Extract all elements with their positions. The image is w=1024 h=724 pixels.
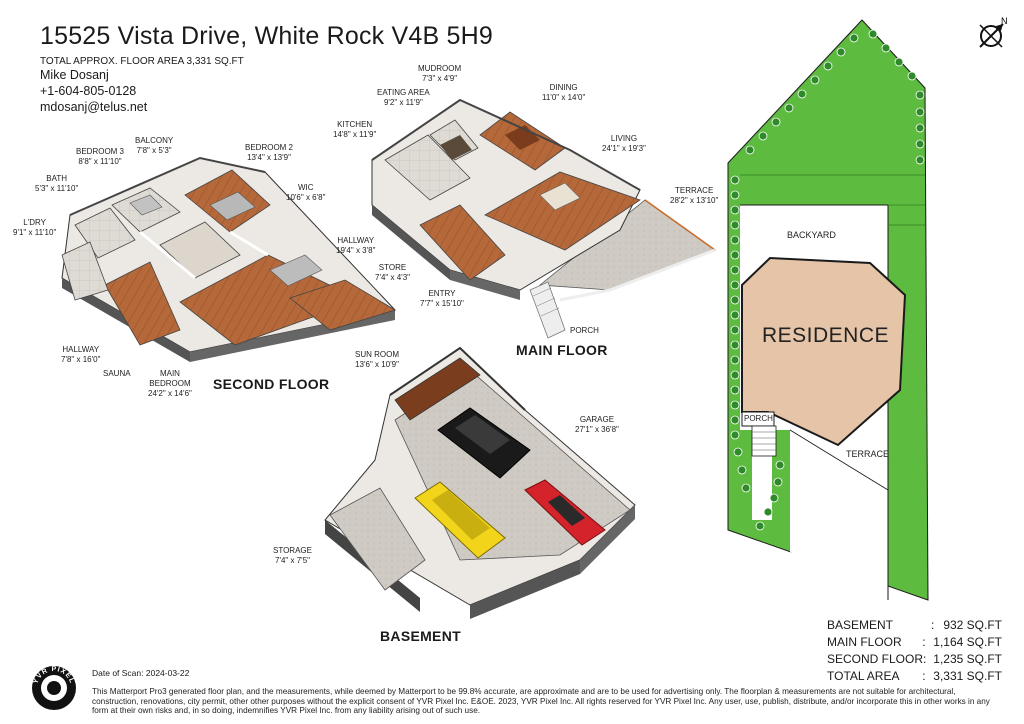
site-plan (727, 19, 929, 601)
main-floor-plan (371, 98, 716, 339)
second-floor-plan (61, 156, 396, 362)
area-summary-table: BASEMENT:932 SQ.FT MAIN FLOOR:1,164 SQ.F… (827, 616, 1002, 684)
summary-row: BASEMENT:932 SQ.FT (827, 617, 1002, 632)
site-label-backyard: BACKYARD (787, 230, 836, 240)
agent-name: Mike Dosanj (40, 68, 109, 82)
basement-plan (324, 346, 636, 619)
basement-label: BASEMENT (380, 628, 461, 644)
room-label-porch: PORCH (570, 326, 599, 335)
agent-phone: +1-604-805-0128 (40, 84, 137, 98)
summary-row-total: TOTAL AREA:3,331 SQ.FT (827, 668, 1002, 683)
site-label-residence: RESIDENCE (762, 324, 890, 347)
north-label: N (1001, 17, 1008, 26)
property-address-title: 15525 Vista Drive, White Rock V4B 5H9 (40, 22, 493, 50)
main-floor-label: MAIN FLOOR (516, 342, 608, 358)
disclaimer-text: This Matterport Pro3 generated floor pla… (92, 687, 990, 715)
yvr-pixel-logo: YVR PIXEL (30, 664, 78, 717)
room-label-sauna: SAUNA (103, 369, 131, 378)
site-label-porch: PORCH (744, 414, 773, 423)
north-arrow-icon: N (975, 16, 1009, 56)
second-floor-label: SECOND FLOOR (213, 376, 330, 392)
summary-row: SECOND FLOOR:1,235 SQ.FT (827, 651, 1002, 666)
site-label-terrace: TERRACE (846, 449, 890, 459)
total-floor-area-line: TOTAL APPROX. FLOOR AREA 3,331 SQ.FT (40, 56, 244, 67)
agent-email: mdosanj@telus.net (40, 100, 148, 114)
scan-date: Date of Scan: 2024-03-22 (92, 668, 190, 678)
summary-row: MAIN FLOOR:1,164 SQ.FT (827, 634, 1002, 649)
